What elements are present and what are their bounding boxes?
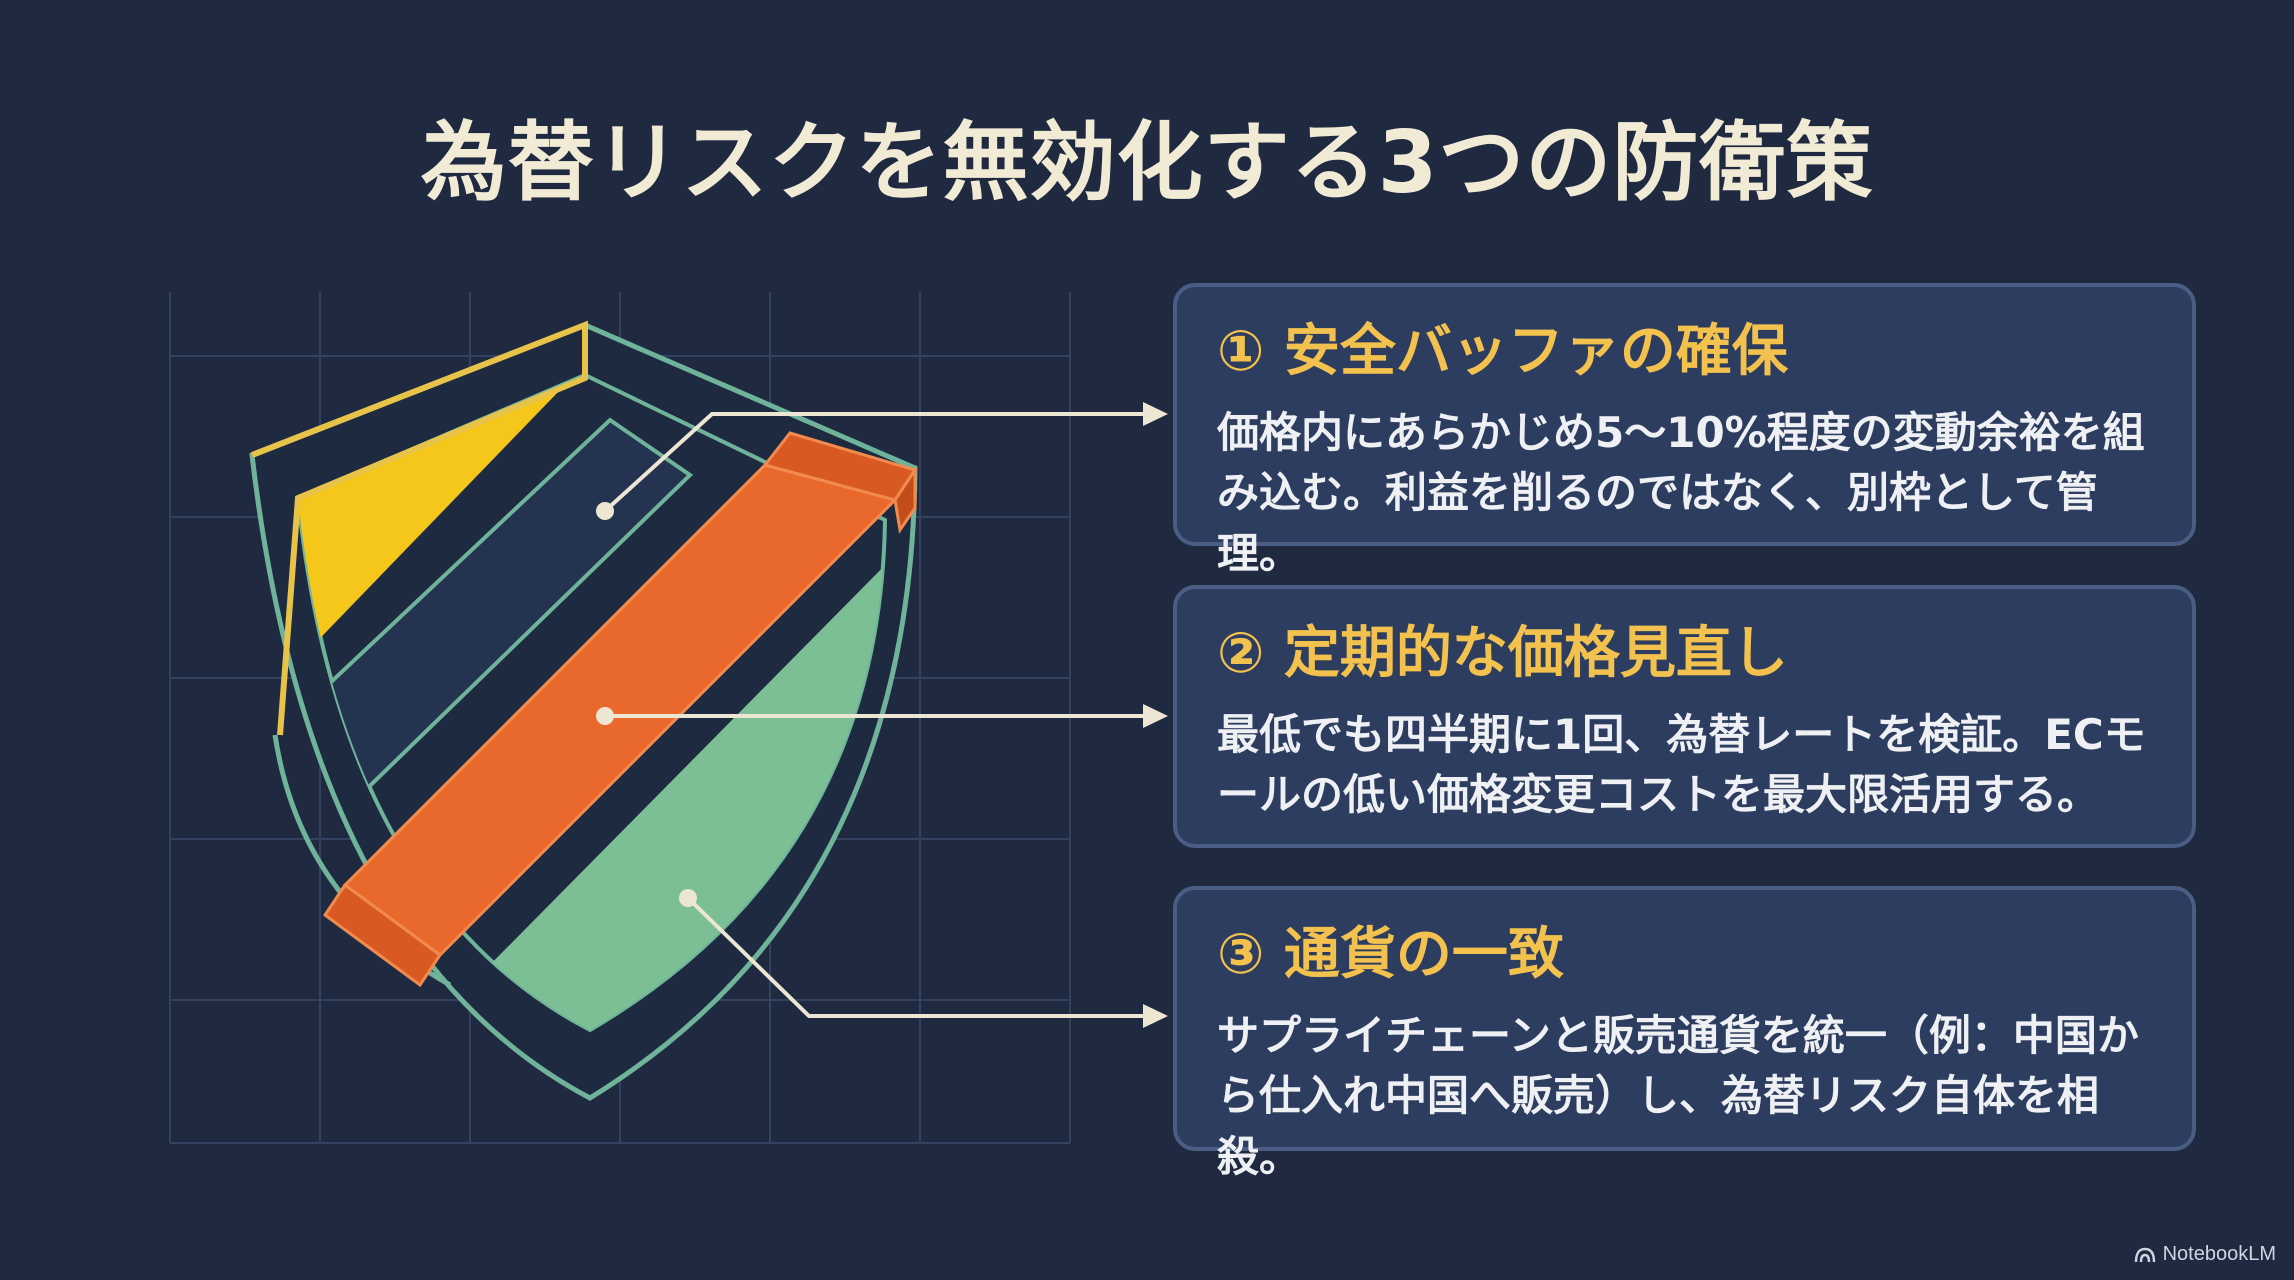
card-currency-match: ③ 通貨の一致 サプライチェーンと販売通貨を統一（例：中国から仕入れ中国へ販売）… (1173, 886, 2196, 1181)
brand-label: NotebookLM (2162, 1243, 2276, 1265)
card-title: ③ 通貨の一致 (1217, 922, 1564, 987)
card-safety-buffer: ① 安全バッファの確保 価格内にあらかじめ5〜10%程度の変動余裕を組み込む。利… (1173, 283, 2196, 578)
card-body: サプライチェーンと販売通貨を統一（例：中国から仕入れ中国へ販売）し、為替リスク自… (1217, 1010, 2139, 1182)
card-body: 価格内にあらかじめ5〜10%程度の変動余裕を組み込む。利益を削るのではなく、別枠… (1217, 407, 2145, 579)
slide-title: 為替リスクを無効化する3つの防衛策 (420, 113, 1874, 213)
connector-2 (596, 704, 1168, 728)
notebooklm-icon (2134, 1247, 2155, 1262)
connector-1 (596, 402, 1168, 520)
brand-watermark: NotebookLM (2134, 1243, 2276, 1266)
card-title: ① 安全バッファの確保 (1217, 319, 1788, 384)
connector-3 (679, 889, 1168, 1028)
shield-icon (249, 320, 918, 1101)
card-body: 最低でも四半期に1回、為替レートを検証。ECモールの低い価格変更コストを最大限活… (1217, 709, 2146, 820)
card-title: ② 定期的な価格見直し (1217, 621, 1788, 686)
card-price-review: ② 定期的な価格見直し 最低でも四半期に1回、為替レートを検証。ECモールの低い… (1173, 585, 2196, 848)
